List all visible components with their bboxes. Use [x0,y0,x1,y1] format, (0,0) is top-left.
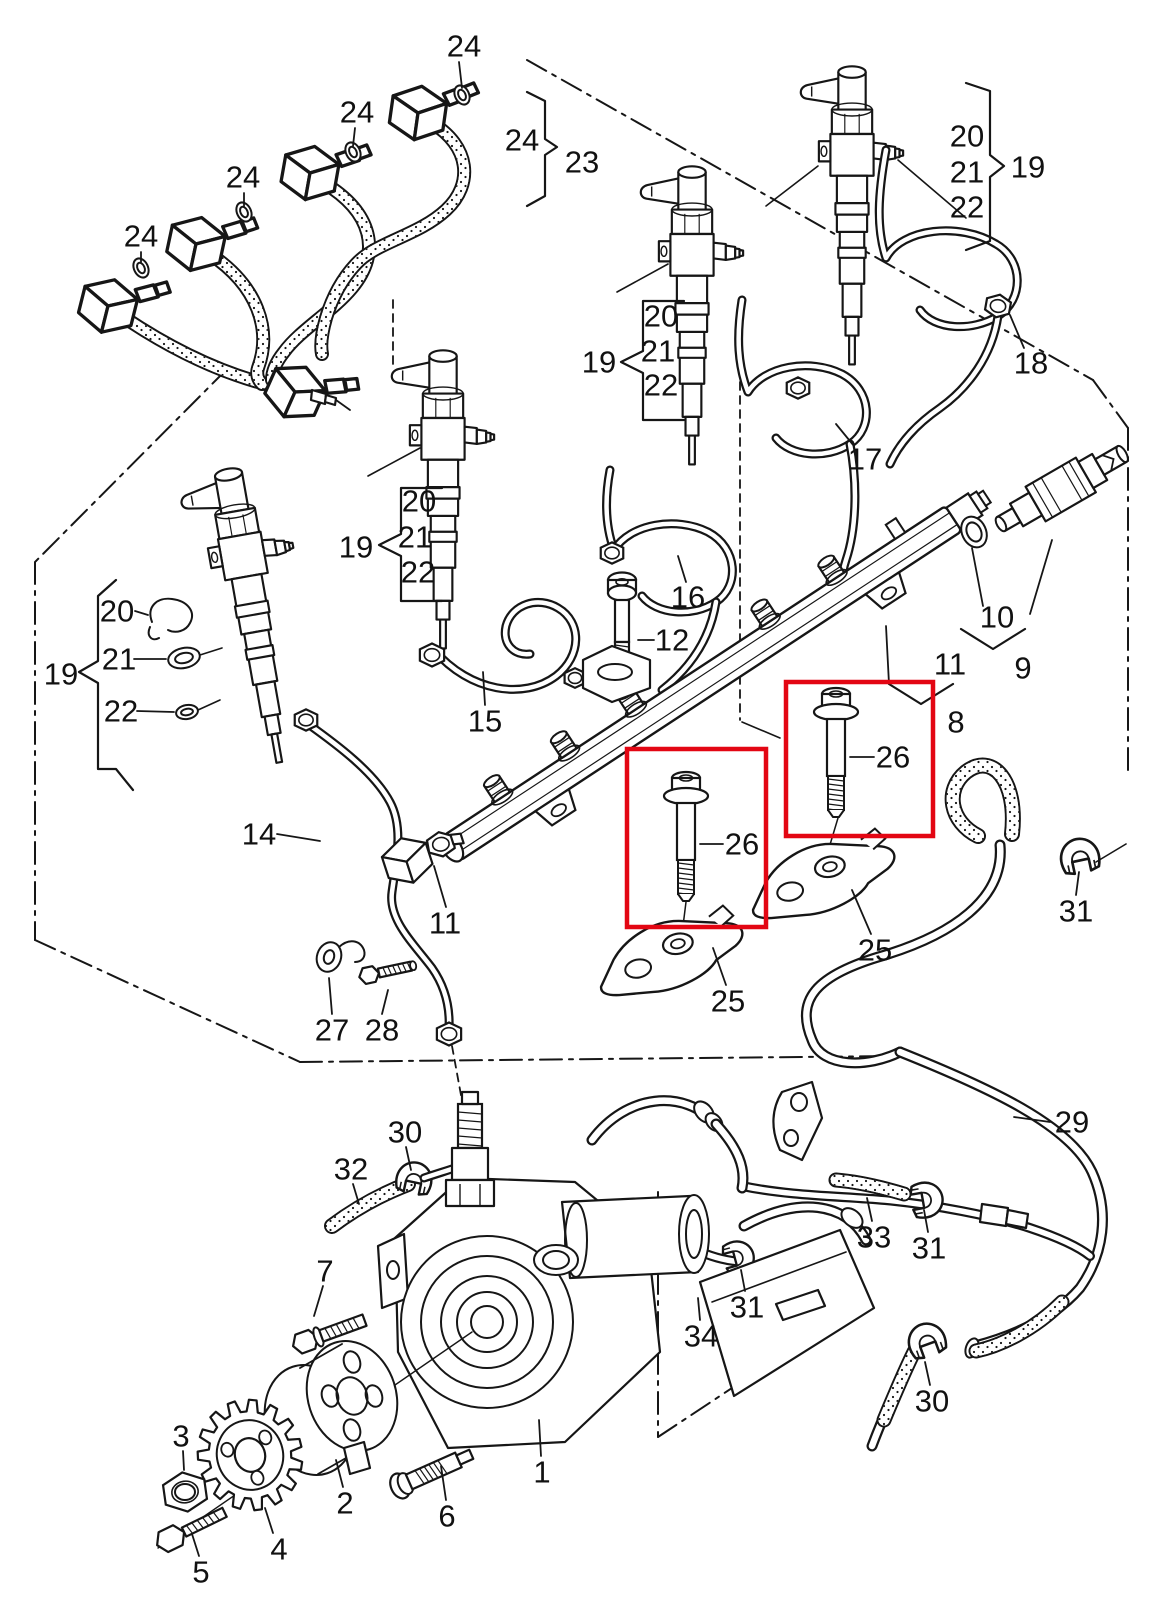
part-label-20[interactable]: 20 [100,594,134,629]
part-label-24[interactable]: 24 [124,219,158,254]
part-label-32[interactable]: 32 [334,1152,368,1187]
part-label-25[interactable]: 25 [858,933,892,968]
part-label-22[interactable]: 22 [104,694,138,729]
part-label-7[interactable]: 7 [316,1254,333,1289]
part-label-14[interactable]: 14 [242,817,276,852]
leader-line-part-25 [712,947,727,986]
leader-line-part-30 [924,1361,931,1386]
part-label-2[interactable]: 2 [336,1486,353,1521]
leader-line-part-6 [440,1465,447,1501]
part-label-22[interactable]: 22 [950,190,984,225]
part-label-21[interactable]: 21 [950,155,984,190]
leader-line-part-4 [264,1507,274,1534]
part-label-22[interactable]: 22 [401,555,435,590]
part-label-15[interactable]: 15 [468,704,502,739]
part-label-12[interactable]: 12 [655,623,689,658]
part-label-20[interactable]: 20 [950,119,984,154]
part-label-29[interactable]: 29 [1055,1105,1089,1140]
part-label-5[interactable]: 5 [192,1555,209,1590]
leader-line-part-11 [433,865,447,908]
leader-line-part-25 [851,889,872,935]
leader-line-part-32 [352,1183,360,1205]
part-label-16[interactable]: 16 [671,580,705,615]
part-label-26[interactable]: 26 [876,740,910,775]
part-label-28[interactable]: 28 [365,1013,399,1048]
leader-line-part-18 [1009,314,1025,349]
part-label-26[interactable]: 26 [725,827,759,862]
leader-line-part-29 [1013,1116,1051,1123]
part-label-24[interactable]: 24 [505,123,539,158]
leader-line-part-30 [405,1146,412,1171]
part-label-31[interactable]: 31 [1059,894,1093,929]
part-label-1[interactable]: 1 [533,1455,550,1490]
part-label-24[interactable]: 24 [447,29,481,64]
part-label-11[interactable]: 11 [934,647,966,682]
leader-line-part-7 [313,1285,324,1317]
leader-line-part-24 [352,127,356,147]
highlight-box-part-26[interactable] [624,746,769,930]
leader-line-part-1 [538,1419,542,1457]
highlight-box-part-26[interactable] [783,679,936,839]
part-label-17[interactable]: 17 [848,442,882,477]
part-label-23[interactable]: 23 [565,145,599,180]
leader-line-part-24 [458,61,463,89]
leader-line-part-31 [740,1269,746,1292]
leader-line-part-2 [335,1459,344,1488]
leader-line-part-33 [866,1197,873,1222]
part-label-21[interactable]: 21 [398,520,432,555]
leader-line-part-31 [1075,871,1080,896]
part-label-3[interactable]: 3 [172,1419,189,1454]
part-label-19[interactable]: 19 [44,657,78,692]
leader-line-part-17 [835,423,855,447]
part-label-8[interactable]: 8 [947,705,964,740]
leader-line-part-16 [677,555,687,583]
part-label-24[interactable]: 24 [226,160,260,195]
part-label-27[interactable]: 27 [315,1013,349,1048]
part-label-9[interactable]: 9 [1014,651,1031,686]
part-label-31[interactable]: 31 [912,1231,946,1266]
leader-line-part-14 [276,833,321,842]
leader-line-part-15 [482,671,486,706]
part-label-21[interactable]: 21 [102,642,136,677]
leader-line-part-22 [136,710,175,713]
part-label-6[interactable]: 6 [438,1499,455,1534]
part-label-19[interactable]: 19 [1011,150,1045,185]
part-label-22[interactable]: 22 [644,368,678,403]
part-label-4[interactable]: 4 [270,1532,287,1567]
part-label-25[interactable]: 25 [711,984,745,1019]
part-label-33[interactable]: 33 [857,1220,891,1255]
leader-line-part-34 [697,1297,701,1321]
part-label-30[interactable]: 30 [915,1384,949,1419]
leader-line-part-5 [191,1533,200,1557]
leader-line-part-20 [134,610,149,616]
part-label-19[interactable]: 19 [339,530,373,565]
leader-line-part-3 [182,1450,185,1471]
part-label-34[interactable]: 34 [684,1319,718,1354]
leader-line-part-31 [923,1209,929,1233]
part-label-18[interactable]: 18 [1014,346,1048,381]
part-label-10[interactable]: 10 [980,600,1014,635]
part-label-11[interactable]: 11 [429,906,461,941]
part-label-30[interactable]: 30 [388,1115,422,1150]
part-label-24[interactable]: 24 [340,95,374,130]
leader-line-part-27 [328,977,333,1015]
part-label-21[interactable]: 21 [641,334,675,369]
part-label-20[interactable]: 20 [644,299,678,334]
part-label-31[interactable]: 31 [730,1290,764,1325]
part-label-19[interactable]: 19 [582,345,616,380]
leader-line-part-28 [381,989,389,1015]
part-label-20[interactable]: 20 [402,484,436,519]
